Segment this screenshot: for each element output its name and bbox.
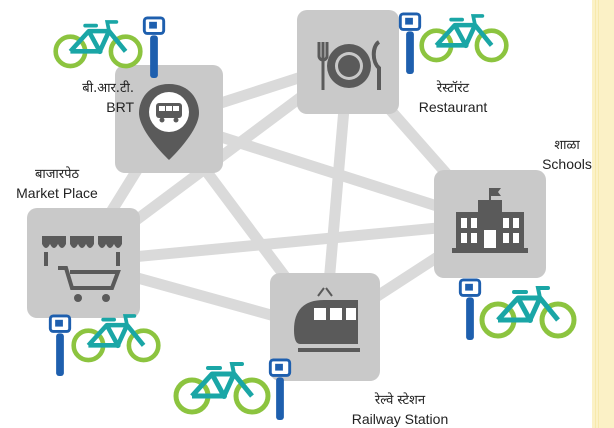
railway-label-mr: रेल्वे स्टेशन [374,393,426,408]
bike-dock-group-4 [48,316,158,376]
bike-dock-group-5 [176,358,292,420]
shop-cart-icon [42,236,122,302]
market-label: बाजारपेठ Market Place [16,166,98,202]
bike-dock-group-3 [458,278,574,340]
railway-label-en: Railway Station [351,411,449,427]
brt-tile [115,65,223,173]
schools-label-mr: शाळा [554,138,580,153]
market-tile [27,208,140,318]
schools-label-en: Schools [542,156,592,172]
railway-label: रेल्वे स्टेशन Railway Station [352,392,449,428]
brt-label: बी.आर.टी. BRT [30,80,134,116]
bike-dock-group-2 [398,12,506,74]
market-label-mr: बाजारपेठ [34,167,80,182]
railway-tile [270,273,380,381]
restaurant-tile [297,10,399,114]
schools-label: शाळा Schools [542,137,592,173]
restaurant-label-mr: रेस्टॉरंट [436,81,470,96]
market-label-en: Market Place [16,185,98,201]
schools-tile [434,170,546,278]
train-icon [294,287,360,352]
bus-location-pin-icon [139,84,199,160]
side-paper-strip [592,0,614,428]
restaurant-label-en: Restaurant [418,99,488,115]
restaurant-label: रेस्टॉरंट Restaurant [419,80,487,116]
brt-label-mr: बी.आर.टी. [82,81,134,96]
school-building-icon [452,188,528,253]
brt-label-en: BRT [106,99,134,115]
plate-fork-knife-icon [317,40,381,90]
